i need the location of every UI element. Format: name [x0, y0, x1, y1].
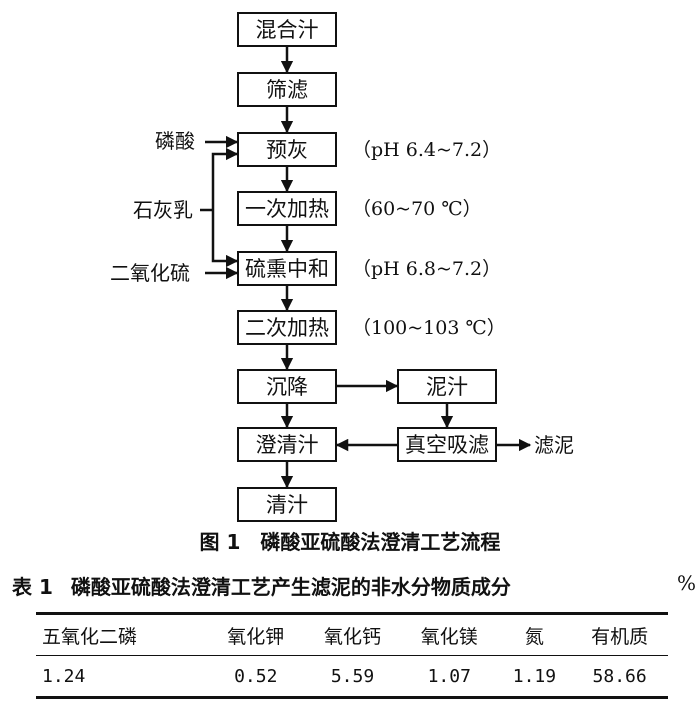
input-phosphoric-acid: 磷酸 — [155, 129, 195, 153]
box-settling-label: 沉降 — [266, 375, 308, 399]
figure-caption: 图 1 磷酸亚硫酸法澄清工艺流程 — [199, 530, 501, 554]
box-clarified-juice: 澄清汁 — [237, 427, 337, 462]
box-second-heating-label: 二次加热 — [245, 316, 329, 340]
box-mud-juice: 泥汁 — [397, 369, 497, 404]
header-mgo: 氧化镁 — [400, 613, 498, 656]
input-lime-milk: 石灰乳 — [133, 198, 193, 222]
table-row: 1.24 0.52 5.59 1.07 1.19 58.66 — [36, 656, 668, 698]
process-flow-diagram: 混合汁 筛滤 预灰 一次加热 硫熏中和 二次加热 沉降 澄清汁 清汁 泥汁 真空… — [110, 12, 574, 522]
cell-k2o: 0.52 — [234, 665, 278, 687]
condition-sulfitation: （pH 6.8~7.2） — [352, 258, 501, 280]
condition-second-heating: （100~103 ℃） — [352, 317, 506, 339]
table-title: 表 1 磷酸亚硫酸法澄清工艺产生滤泥的非水分物质成分 % — [12, 571, 700, 600]
header-organic-matter: 有机质 — [571, 613, 668, 656]
table-header-row: 五氧化二磷 氧化钾 氧化钙 氧化镁 氮 有机质 — [36, 613, 668, 656]
condition-first-heating: （60~70 ℃） — [352, 198, 482, 220]
box-clear-juice-label: 清汁 — [266, 493, 308, 517]
box-vacuum-filter-label: 真空吸滤 — [405, 433, 489, 457]
box-vacuum-filter: 真空吸滤 — [397, 427, 497, 462]
header-p2o5: 五氧化二磷 — [36, 613, 208, 656]
table-title-text: 磷酸亚硫酸法澄清工艺产生滤泥的非水分物质成分 — [70, 575, 511, 599]
box-clarified-juice-label: 澄清汁 — [256, 433, 319, 457]
table-unit: % — [676, 571, 696, 595]
box-mixed-juice: 混合汁 — [237, 12, 337, 47]
arrow-lime-milk-in — [211, 147, 239, 268]
condition-pre-liming: （pH 6.4~7.2） — [352, 139, 501, 161]
cell-p2o5: 1.24 — [42, 665, 86, 687]
table-number: 表 1 — [12, 575, 53, 599]
box-settling: 沉降 — [237, 369, 337, 404]
box-screening-label: 筛滤 — [266, 78, 308, 102]
box-sulfitation: 硫熏中和 — [237, 251, 337, 286]
box-clear-juice: 清汁 — [237, 487, 337, 522]
composition-table: 五氧化二磷 氧化钾 氧化钙 氧化镁 氮 有机质 1.24 0.52 5.59 1… — [36, 612, 668, 699]
header-k2o: 氧化钾 — [207, 613, 305, 656]
header-nitrogen: 氮 — [497, 613, 572, 656]
input-sulfur-dioxide: 二氧化硫 — [110, 261, 190, 285]
box-first-heating: 一次加热 — [237, 191, 337, 226]
cell-organic-matter: 58.66 — [592, 665, 647, 687]
box-second-heating: 二次加热 — [237, 310, 337, 345]
cell-mgo: 1.07 — [427, 665, 471, 687]
box-screening: 筛滤 — [237, 72, 337, 107]
box-pre-liming-label: 预灰 — [266, 138, 308, 162]
box-sulfitation-label: 硫熏中和 — [245, 257, 329, 281]
box-mud-juice-label: 泥汁 — [426, 375, 468, 399]
output-filter-mud: 滤泥 — [534, 433, 574, 457]
box-mixed-juice-label: 混合汁 — [256, 18, 319, 42]
box-first-heating-label: 一次加热 — [245, 197, 329, 221]
header-cao: 氧化钙 — [304, 613, 401, 656]
box-pre-liming: 预灰 — [237, 132, 337, 167]
cell-cao: 5.59 — [330, 665, 375, 687]
cell-nitrogen: 1.19 — [512, 665, 557, 687]
